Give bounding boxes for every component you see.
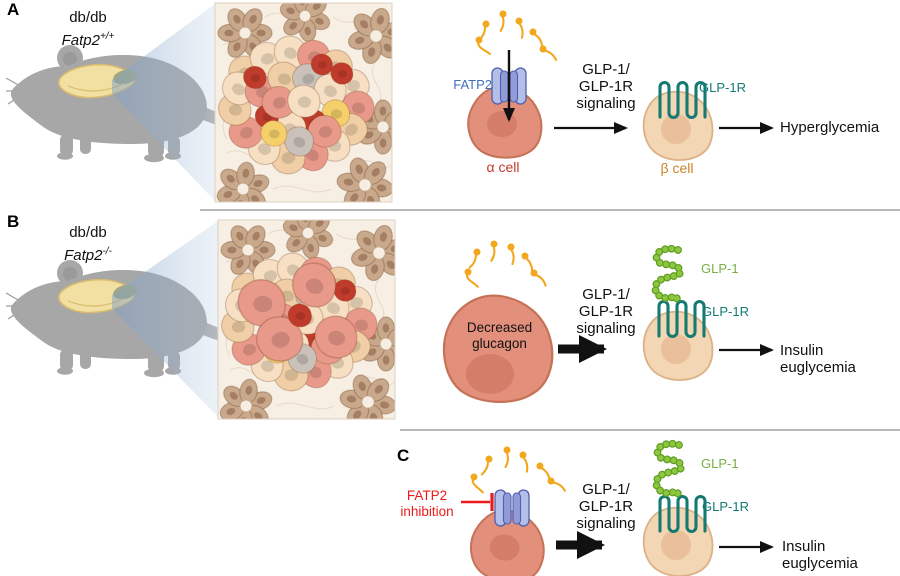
zoom-beam-b [112, 221, 218, 417]
genotype-b: db/db Fatp2-/- [30, 223, 146, 265]
panel-c-artwork [461, 444, 774, 576]
islet-micrograph-a [214, 2, 393, 203]
decreased-glucagon-text: Decreased glucagon [466, 320, 533, 351]
glp1-peptide-b [655, 249, 680, 301]
outcome-a: Hyperglycemia [780, 119, 880, 136]
islet-micrograph-b [217, 219, 396, 420]
genotype-a-strain: db/db [69, 9, 107, 26]
panel-c-letter: C [397, 446, 410, 465]
genotype-a: db/db Fatp2+/+ [30, 8, 146, 50]
alpha-cell-b [442, 294, 554, 403]
genotype-b-sup: -/- [102, 246, 112, 257]
fatp2-inhibition-label: FATP2 inhibition [400, 488, 454, 519]
panel-b-letter: B [7, 212, 20, 231]
panel-a-letter: A [7, 0, 20, 19]
glp1-label-b: GLP-1 [701, 261, 739, 276]
glp1r-label-b: GLP-1R [702, 304, 749, 319]
fatty-acids-c [465, 445, 569, 494]
signaling-text-c: GLP-1/ GLP-1R signaling [576, 481, 636, 532]
glp1-label-c: GLP-1 [701, 456, 739, 471]
genotype-a-gene: Fatp2 [61, 32, 100, 49]
panel-a-artwork [5, 2, 774, 203]
genotype-b-gene: Fatp2 [64, 247, 103, 264]
inhibition-tbar [461, 493, 494, 511]
fatp2-label-a: FATP2 [453, 77, 492, 92]
glp1r-label-c: GLP-1R [702, 499, 749, 514]
outcome-c: Insulin euglycemia [782, 538, 858, 572]
glp1r-label-a: GLP-1R [699, 80, 746, 95]
signaling-text-a: GLP-1/ GLP-1R signaling [576, 61, 636, 112]
zoom-beam-a [112, 4, 215, 201]
alpha-cell-label-a: α cell [486, 159, 520, 175]
fatty-acids-a [471, 9, 560, 63]
glp1-peptide-c [656, 444, 681, 496]
beta-cell-label-a: β cell [660, 160, 694, 176]
panel-b-artwork [5, 219, 774, 420]
genotype-b-strain: db/db [69, 224, 107, 241]
signaling-text-b: GLP-1/ GLP-1R signaling [576, 286, 636, 337]
genotype-a-sup: +/+ [99, 31, 115, 42]
fatty-acids-b [460, 239, 551, 289]
outcome-b: Insulin euglycemia [780, 342, 856, 376]
